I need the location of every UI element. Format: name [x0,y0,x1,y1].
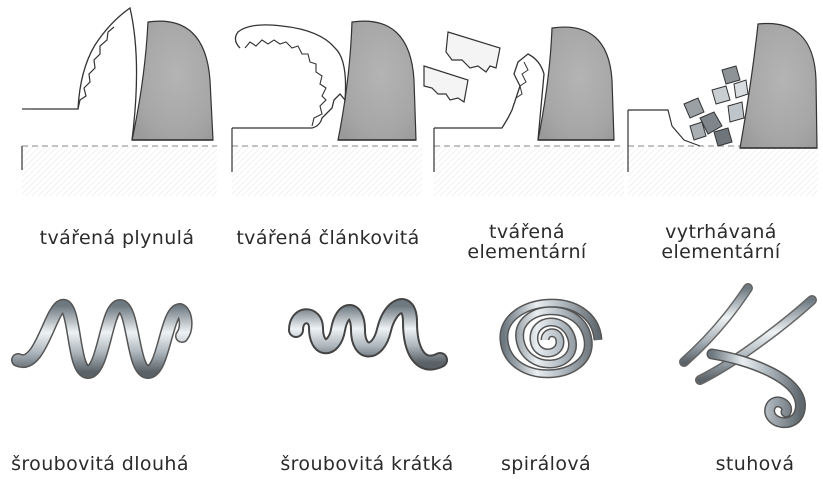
label-line: tvářená článkovitá [228,228,428,248]
label-long-helical-chip: šroubovitá dlouhá [0,454,200,474]
cutting-tool [132,21,213,140]
cutting-tool [538,27,614,140]
label-line: vytrhávaná [626,222,816,242]
label-segmented-chip: tvářená článkovitá [228,228,428,248]
label-line: elementární [432,242,622,262]
diagram-torn-chip [628,23,818,196]
label-ribbon-chip: stuhová [700,454,810,474]
cutting-tool [338,21,416,140]
label-continuous-chip: tvářená plynulá [22,228,212,248]
diagram-continuous-chip [22,8,217,196]
diagram-segmented-chip [232,21,422,196]
label-line: elementární [626,242,816,262]
label-short-helical-chip: šroubovitá krátká [262,454,472,474]
label-line: tvářená plynulá [22,228,212,248]
label-spiral-chip: spirálová [486,454,606,474]
illustration-short-helical-chip [296,306,440,363]
illustration-ribbon-chip [684,288,812,423]
illustration-long-helical-chip [18,306,186,372]
cutting-tool [740,23,817,148]
illustration-spiral-chip [504,303,598,374]
label-line: tvářená [432,222,622,242]
diagram-elementary-chip [424,27,624,196]
label-torn-chip: vytrhávaná elementární [626,222,816,262]
label-elementary-chip: tvářená elementární [432,222,622,262]
